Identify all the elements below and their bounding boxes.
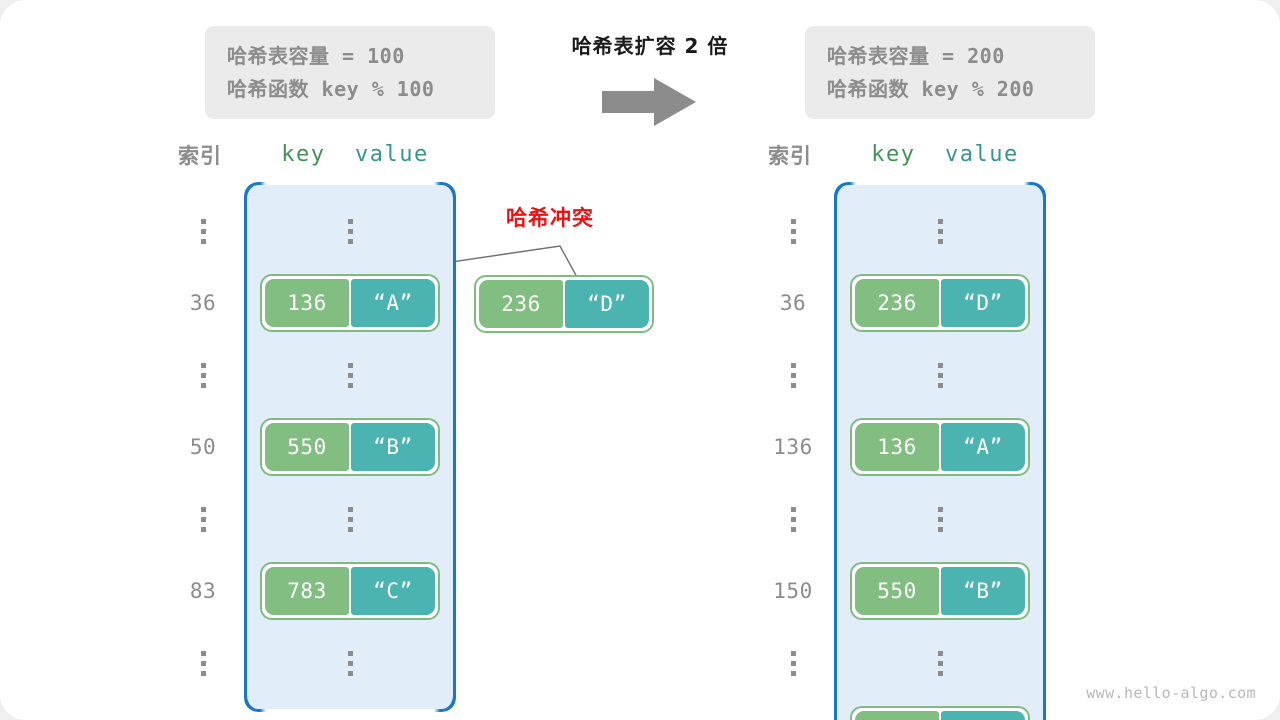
left-header-key: key [281,142,326,167]
row-index-label: 183 [753,699,833,720]
pair-key: 783 [265,567,349,615]
bucket-row: 183783“C” [837,699,1043,720]
pair-key: 236 [855,279,939,327]
right-header-index: 索引 [768,144,812,168]
bucket-row: 36 136“A” [190,267,453,339]
pair-key: 550 [855,567,939,615]
vertical-ellipsis-icon [937,362,943,388]
pair[interactable]: 136“A” [260,274,440,332]
vertical-ellipsis-icon [790,218,796,244]
pair-value: “C” [351,567,435,615]
pair-value: “D” [565,280,649,328]
pair[interactable]: 136“A” [850,418,1030,476]
watermark: www.hello-algo.com [1086,684,1256,702]
pair[interactable]: 783“C” [850,706,1030,720]
left-hashfunc-line: 哈希函数 key % 100 [227,77,435,101]
pair-value: “B” [941,567,1025,615]
row-index-label: 50 [189,435,217,459]
bucket-row: 50 550“B” [190,411,453,483]
left-capacity-line: 哈希表容量 = 100 [227,44,405,68]
right-config-box: 哈希表容量 = 200 哈希函数 key % 200 [805,26,1095,119]
pair-value: “B” [351,423,435,471]
pair: 236 “D” [474,275,654,333]
bucket-row: 83 783“C” [190,555,453,627]
vertical-ellipsis-icon [790,362,796,388]
vertical-ellipsis-icon [200,650,206,676]
hash-table-before: 索引 key value 36 136“A” 50 550“B” 83 783“C” [160,140,480,709]
row-index-ellipsis [163,339,243,411]
pair[interactable]: 550“B” [260,418,440,476]
vertical-ellipsis-icon [200,362,206,388]
pair[interactable]: 236“D” [850,274,1030,332]
row-index-ellipsis [753,339,833,411]
row-index-label: 136 [773,435,813,459]
left-bucket-container: 36 136“A” 50 550“B” 83 783“C” [190,185,456,709]
pair-key: 136 [855,423,939,471]
vertical-ellipsis-icon [347,506,353,532]
right-column-headers: 索引 key value [750,140,1070,185]
bucket-row-empty [790,195,1043,267]
vertical-ellipsis-icon [937,650,943,676]
bucket-row-empty [790,627,1043,699]
vertical-ellipsis-icon [347,650,353,676]
vertical-ellipsis-icon [347,218,353,244]
row-index-label: 36 [189,291,217,315]
pair[interactable]: 783“C” [260,562,440,620]
vertical-ellipsis-icon [790,650,796,676]
right-hashfunc-line: 哈希函数 key % 200 [827,77,1035,101]
pair-value: “A” [941,423,1025,471]
pair-key: 550 [265,423,349,471]
left-header-key-value: key value [255,142,455,167]
row-index-ellipsis [163,483,243,555]
right-arrow-icon [602,78,696,126]
pair-value: “C” [941,711,1025,720]
row-index-ellipsis [163,195,243,267]
bucket-row-empty [790,339,1043,411]
vertical-ellipsis-icon [200,506,206,532]
left-column-headers: 索引 key value [160,140,480,185]
vertical-ellipsis-icon [790,506,796,532]
diagram-title: 哈希表扩容 2 倍 [571,34,729,58]
floating-collided-entry[interactable]: 236 “D” [474,275,654,333]
pair-key: 136 [265,279,349,327]
bucket-row: 36 236“D” [780,267,1043,339]
left-config-box: 哈希表容量 = 100 哈希函数 key % 100 [205,26,495,119]
pair-value: “A” [351,279,435,327]
row-index-ellipsis [163,627,243,699]
row-index-ellipsis [753,195,833,267]
row-index-label: 36 [779,291,807,315]
row-index-label: 83 [189,579,217,603]
pair-value: “D” [941,279,1025,327]
pair-key: 783 [855,711,939,720]
bucket-row: 150 550“B” [773,555,1043,627]
pair-key: 236 [479,280,563,328]
vertical-ellipsis-icon [937,218,943,244]
row-index-ellipsis [753,483,833,555]
hash-table-after: 索引 key value 36236“D”136136“A”150550“B”1… [750,140,1070,720]
collision-label: 哈希冲突 [506,206,594,230]
right-capacity-line: 哈希表容量 = 200 [827,44,1005,68]
bucket-row-empty [200,195,453,267]
vertical-ellipsis-icon [200,218,206,244]
row-index-label: 150 [773,579,813,603]
vertical-ellipsis-icon [937,506,943,532]
left-header-value: value [355,142,429,167]
row-index-ellipsis [753,627,833,699]
right-header-key-value: key value [845,142,1045,167]
pair[interactable]: 550“B” [850,562,1030,620]
right-header-key: key [871,142,916,167]
bucket-row-empty [200,627,453,699]
bucket-row-empty [200,483,453,555]
left-header-index: 索引 [178,144,222,168]
bucket-row-empty [790,483,1043,555]
right-header-value: value [945,142,1019,167]
vertical-ellipsis-icon [347,362,353,388]
bucket-row-empty [200,339,453,411]
